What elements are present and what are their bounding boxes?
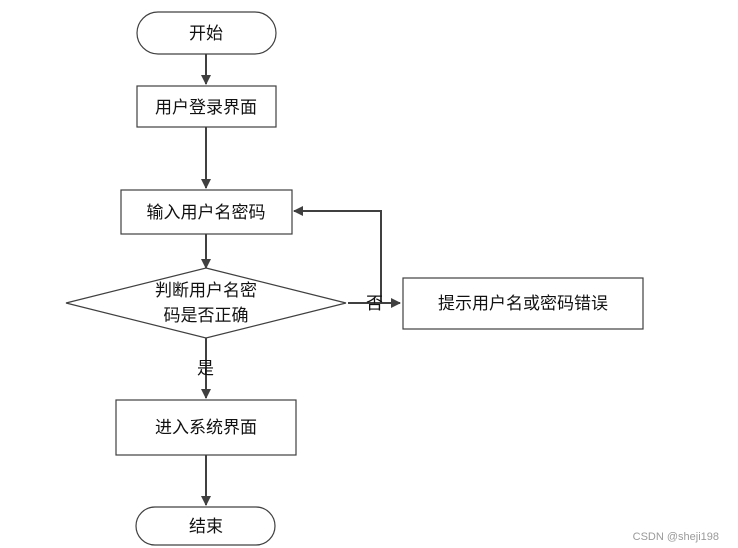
check-label-line2: 码是否正确 [164,306,249,326]
csdn-watermark: CSDN @sheji198 [633,531,719,543]
enter-system-label: 进入系统界面 [155,418,257,438]
edge-label-no: 否 [366,294,383,314]
check-label-line1: 判断用户名密 [155,281,257,301]
edge-error-back-to-input [293,206,382,303]
input-credentials-label: 输入用户名密码 [147,203,266,223]
input-credentials-box [120,189,293,235]
edge-label-yes: 是 [197,359,214,379]
end-label: 结束 [189,517,223,537]
login-page-label: 用户登录界面 [155,98,257,118]
start-terminal [136,11,277,55]
end-terminal [135,506,276,546]
enter-system-box [115,399,297,456]
start-label: 开始 [189,24,223,44]
error-prompt-box [402,277,644,330]
check-credentials-decision [65,267,347,339]
error-prompt-label: 提示用户名或密码错误 [438,294,608,314]
login-page-box [136,85,277,128]
